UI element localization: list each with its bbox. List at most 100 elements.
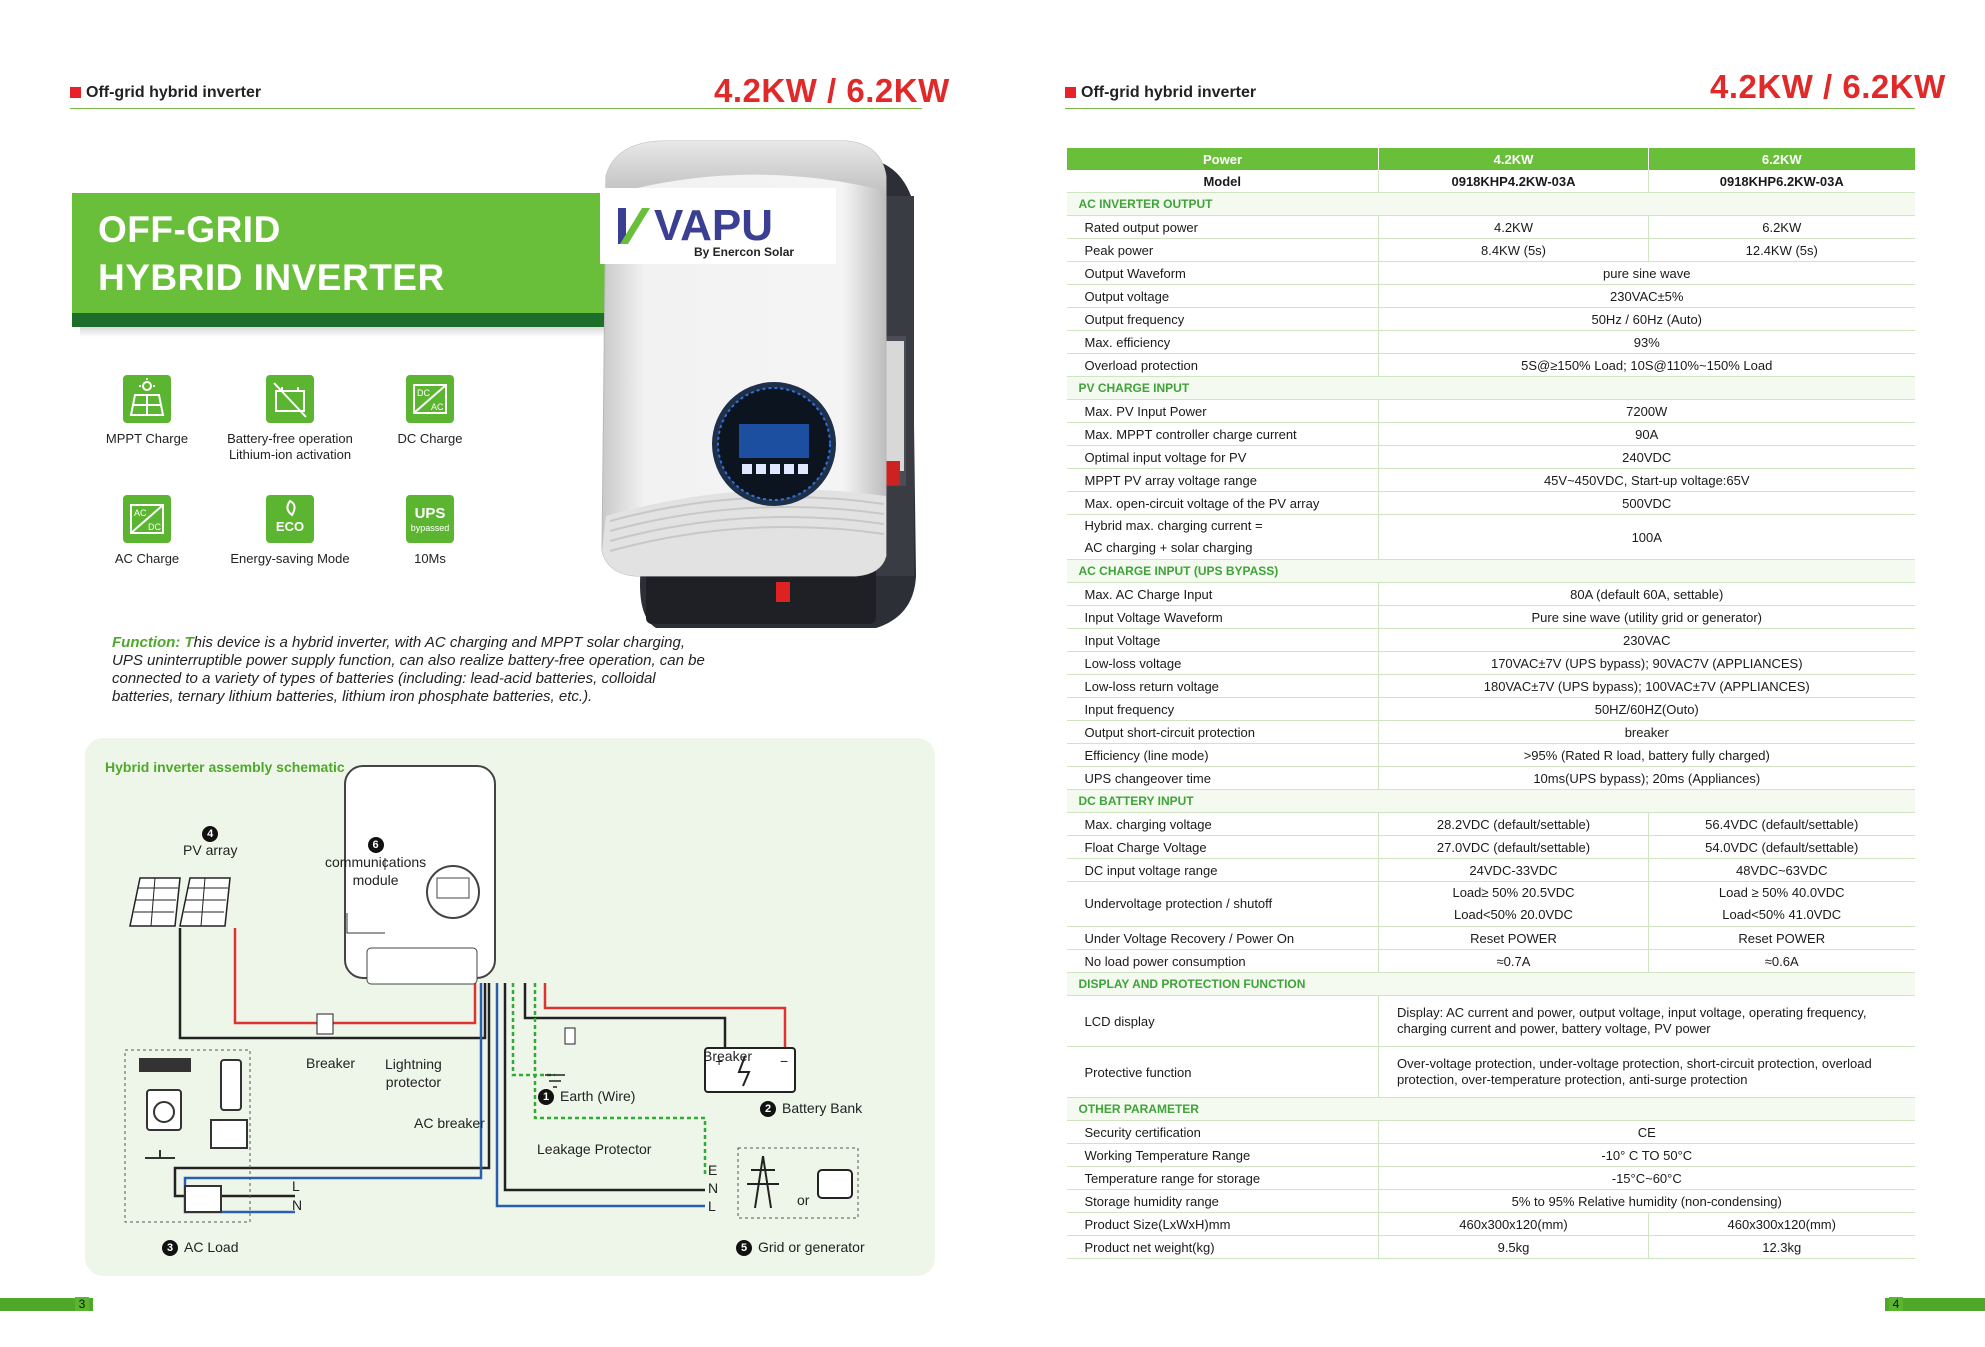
- param-value: >95% (Rated R load, battery fully charge…: [1378, 743, 1915, 767]
- param-name: Efficiency (line mode): [1066, 743, 1379, 767]
- section-row: OTHER PARAMETER: [1066, 1097, 1915, 1121]
- left-page: Off-grid hybrid inverter 4.2KW / 6.2KW O…: [0, 0, 992, 1347]
- breaker-label-1: Breaker: [306, 1055, 356, 1071]
- param-value: 9.5kg: [1378, 1235, 1649, 1259]
- page-number: 4: [1889, 1297, 1903, 1311]
- param-name: Undervoltage protection / shutoff: [1066, 881, 1379, 927]
- param-value: 28.2VDC (default/settable): [1378, 812, 1649, 836]
- section-title: PV CHARGE INPUT: [1066, 376, 1915, 400]
- table-row: Temperature range for storage-15°C~60°C: [1066, 1166, 1915, 1190]
- param-name: Input frequency: [1066, 697, 1379, 721]
- svg-text:bypassed: bypassed: [411, 523, 450, 533]
- param-value: 460x300x120(mm): [1648, 1212, 1915, 1236]
- param-value: 27.0VDC (default/settable): [1378, 835, 1649, 859]
- param-value: 230VAC±5%: [1378, 284, 1915, 308]
- param-name: Storage humidity range: [1066, 1189, 1379, 1213]
- svg-text:AC: AC: [134, 508, 147, 518]
- title-banner: OFF-GRID HYBRID INVERTER: [72, 193, 620, 313]
- header-rule: [70, 108, 922, 109]
- param-value: 460x300x120(mm): [1378, 1212, 1649, 1236]
- svg-text:UPS: UPS: [415, 505, 446, 522]
- param-value: 12.4KW (5s): [1648, 238, 1915, 262]
- param-value: pure sine wave: [1378, 261, 1915, 285]
- lightning-protector-label: Lightning protector: [385, 1056, 442, 1090]
- line-L-label: L: [292, 1178, 300, 1194]
- param-value: 180VAC±7V (UPS bypass); 100VAC±7V (APPLI…: [1378, 674, 1915, 698]
- param-value: 50HZ/60HZ(Outo): [1378, 697, 1915, 721]
- section-title: OTHER PARAMETER: [1066, 1097, 1915, 1121]
- breaker-label-2: Breaker: [703, 1048, 753, 1064]
- param-value: -15°C~60°C: [1378, 1166, 1915, 1190]
- param-name: Float Charge Voltage: [1066, 835, 1379, 859]
- schematic-title: Hybrid inverter assembly schematic: [105, 759, 345, 775]
- model-cell: 0918KHP4.2KW-03A: [1378, 170, 1649, 193]
- param-value: Display: AC current and power, output vo…: [1378, 995, 1915, 1047]
- function-lead: Function: T: [112, 634, 194, 651]
- feature-label: AC Charge: [114, 551, 180, 566]
- feature-label: Energy-saving Mode: [230, 551, 350, 566]
- param-value: Load ≥ 50% 40.0VDC Load<50% 41.0VDC: [1648, 881, 1915, 927]
- page-number-bar: 3: [0, 1297, 93, 1311]
- param-value: 90A: [1378, 422, 1915, 446]
- param-value: 8.4KW (5s): [1378, 238, 1649, 262]
- banner-line-1: OFF-GRID: [98, 209, 281, 250]
- param-value: 5% to 95% Relative humidity (non-condens…: [1378, 1189, 1915, 1213]
- param-value: 45V~450VDC, Start-up voltage:65V: [1378, 468, 1915, 492]
- param-value: 4.2KW: [1378, 215, 1649, 239]
- param-name: Rated output power: [1066, 215, 1379, 239]
- param-value: 24VDC-33VDC: [1378, 858, 1649, 882]
- param-name: Input Voltage: [1066, 628, 1379, 652]
- header-title: Off-grid hybrid inverter: [86, 84, 262, 101]
- param-name: Low-loss return voltage: [1066, 674, 1379, 698]
- param-value: Reset POWER: [1378, 926, 1649, 950]
- param-name: Output short-circuit protection: [1066, 720, 1379, 744]
- param-name: MPPT PV array voltage range: [1066, 468, 1379, 492]
- section-row: PV CHARGE INPUT: [1066, 376, 1915, 400]
- section-title: DISPLAY AND PROTECTION FUNCTION: [1066, 972, 1915, 996]
- section-title: AC INVERTER OUTPUT: [1066, 192, 1915, 216]
- param-name: Max. open-circuit voltage of the PV arra…: [1066, 491, 1379, 515]
- param-name: Output voltage: [1066, 284, 1379, 308]
- param-value: 5S@≥150% Load; 10S@110%~150% Load: [1378, 353, 1915, 377]
- param-value: 80A (default 60A, settable): [1378, 582, 1915, 606]
- param-value: 12.3kg: [1648, 1235, 1915, 1259]
- param-value: Over-voltage protection, under-voltage p…: [1378, 1046, 1915, 1098]
- param-name: Max. efficiency: [1066, 330, 1379, 354]
- param-value: 230VAC: [1378, 628, 1915, 652]
- table-row: Efficiency (line mode)>95% (Rated R load…: [1066, 743, 1915, 767]
- param-value: 10ms(UPS bypass); 20ms (Appliances): [1378, 766, 1915, 790]
- battery-crossed-icon: [266, 375, 314, 423]
- leakage-protector-label: Leakage Protector: [537, 1141, 652, 1157]
- param-name: LCD display: [1066, 995, 1379, 1047]
- ac-breaker-label: AC breaker: [414, 1115, 485, 1131]
- brand-sub: By Enercon Solar: [694, 245, 794, 259]
- param-value: 100A: [1378, 514, 1915, 560]
- param-name: Security certification: [1066, 1120, 1379, 1144]
- param-value: 56.4VDC (default/settable): [1648, 812, 1915, 836]
- param-name: Low-loss voltage: [1066, 651, 1379, 675]
- param-name: Max. MPPT controller charge current: [1066, 422, 1379, 446]
